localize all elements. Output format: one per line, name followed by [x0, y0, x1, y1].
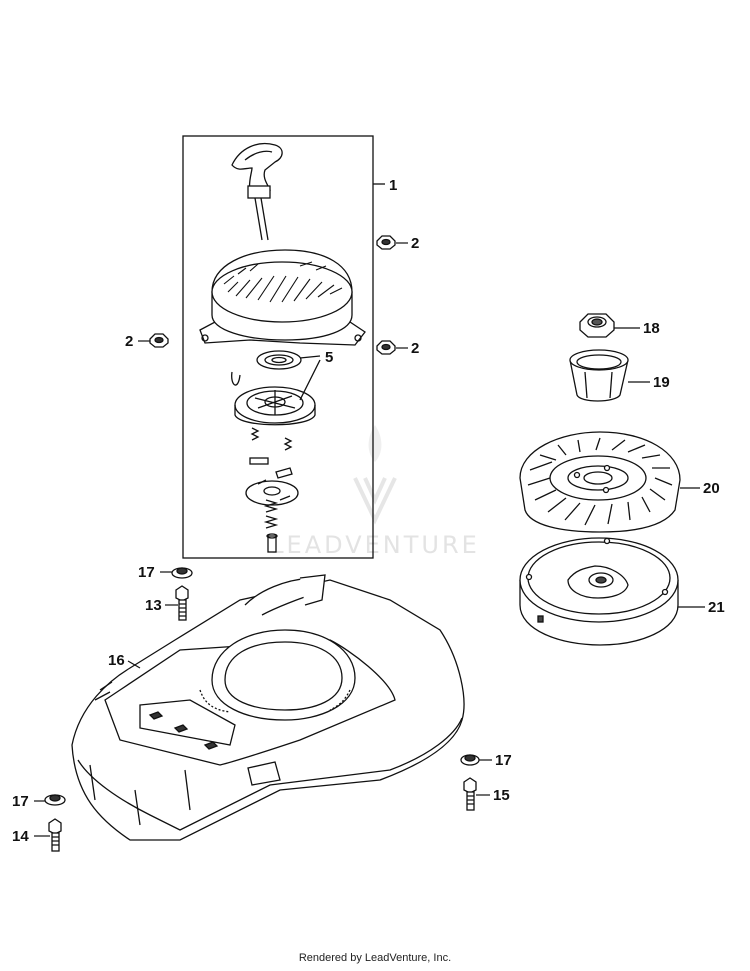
watermark-text: LEADVENTURE — [270, 531, 480, 559]
callout-21: 21 — [708, 599, 725, 616]
cooling-fan-icon — [519, 431, 681, 533]
watermark-logo-icon — [353, 477, 397, 525]
screw-icon — [463, 777, 477, 811]
callout-18: 18 — [643, 320, 660, 337]
ratchet-icon — [245, 479, 299, 506]
callout-13: 13 — [145, 597, 162, 614]
callout-1: 1 — [389, 177, 397, 194]
footer-credit: Rendered by LeadVenture, Inc. — [298, 952, 452, 964]
flywheel-nut-icon — [579, 313, 615, 338]
washer-icon — [171, 567, 193, 579]
starter-housing-icon — [199, 249, 366, 346]
callout-19: 19 — [653, 374, 670, 391]
starter-assembly-group — [182, 135, 385, 559]
flange-nut-icon — [376, 340, 396, 355]
screw-icon — [175, 585, 189, 621]
blower-housing-icon — [71, 574, 465, 841]
callout-16: 16 — [108, 652, 125, 669]
callout-17c: 17 — [495, 752, 512, 769]
callout-15: 15 — [493, 787, 510, 804]
callout-2c: 2 — [411, 340, 419, 357]
washer-icon — [460, 754, 480, 766]
callout-14: 14 — [12, 828, 29, 845]
spring-pin-icon — [263, 499, 279, 553]
callout-20: 20 — [703, 480, 720, 497]
pawl-springs-icon — [249, 427, 293, 479]
leader-line-16 — [127, 660, 141, 669]
starter-cup-icon — [569, 349, 629, 402]
leader-line-5a — [299, 355, 321, 359]
pulley-spring-icon — [231, 350, 316, 426]
screw-icon — [48, 818, 62, 852]
leader-line-5b — [299, 359, 321, 401]
washer-icon — [44, 794, 66, 806]
starter-handle-icon — [231, 142, 283, 241]
assembly-frame — [182, 135, 374, 559]
watermark-flame-icon — [368, 425, 382, 462]
watermark: LEADVENTURE — [270, 425, 480, 559]
callout-2a: 2 — [411, 235, 419, 252]
flange-nut-icon — [376, 235, 396, 250]
flywheel-icon — [519, 537, 679, 646]
flange-nut-icon — [149, 333, 169, 348]
callout-17a: 17 — [138, 564, 155, 581]
callout-labels: 1 2 2 2 5 18 19 20 21 17 13 16 17 14 17 … — [12, 177, 725, 845]
callout-2b: 2 — [125, 333, 133, 350]
callout-5: 5 — [325, 349, 333, 366]
callout-17b: 17 — [12, 793, 29, 810]
